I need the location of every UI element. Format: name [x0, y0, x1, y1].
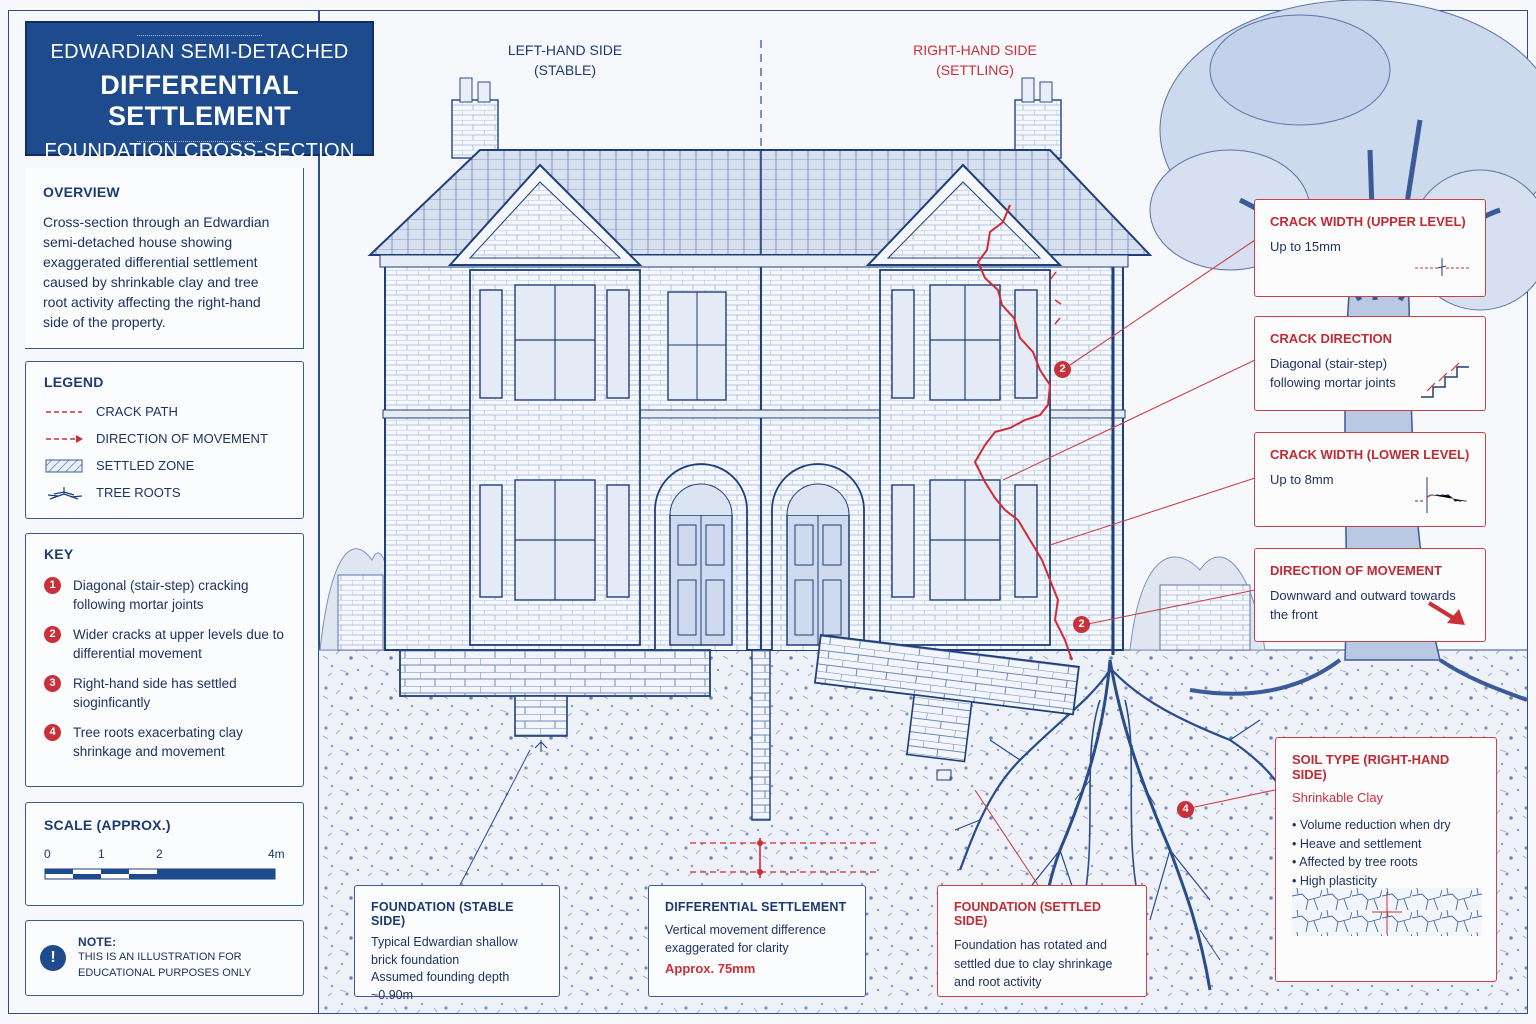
foundation-stable-heading: FOUNDATION (STABLE SIDE) [371, 900, 514, 928]
callout-differential: DIFFERENTIAL SETTLEMENT Vertical movemen… [648, 885, 866, 997]
legend-heading: LEGEND [44, 374, 104, 390]
marker-2-upper: 2 [1054, 361, 1071, 378]
right-side-label: RIGHT-HAND SIDE (SETTLING) [890, 40, 1060, 80]
callout-crack-direction: CRACK DIRECTION Diagonal (stair-step) fo… [1254, 316, 1486, 411]
legend-item-crack: CRACK PATH [44, 398, 285, 425]
key-num-4: 4 [44, 724, 61, 741]
legend-movement-label: DIRECTION OF MOVEMENT [96, 430, 268, 446]
key-num-3: 3 [44, 675, 61, 692]
left-foundation [399, 649, 711, 697]
key-text-4: Tree roots exacerbating clay shrinkage a… [73, 725, 243, 759]
crack-lower-heading: CRACK WIDTH (LOWER LEVEL) [1270, 447, 1470, 462]
crack-direction-heading: CRACK DIRECTION [1270, 331, 1393, 346]
left-side-line2: (STABLE) [534, 62, 596, 78]
right-side-line2: (SETTLING) [936, 62, 1014, 78]
crack-width-icon [1415, 258, 1471, 276]
callout-foundation-stable: FOUNDATION (STABLE SIDE) Typical Edwardi… [354, 885, 560, 1002]
title-box: EDWARDIAN SEMI-DETACHED DIFFERENTIAL SET… [25, 21, 374, 162]
legend-item-roots: TREE ROOTS [44, 479, 285, 506]
overview-text: Cross-section through an Edwardian semi-… [43, 214, 270, 330]
right-foundation [813, 634, 1080, 763]
crack-direction-text: Diagonal (stair-step) following mortar j… [1270, 356, 1396, 390]
crack-path [973, 204, 1073, 661]
scale-tick-1: 1 [98, 847, 105, 861]
marker-2-lower: 2 [1073, 616, 1090, 633]
overview-panel: OVERVIEW Cross-section through an Edward… [25, 168, 304, 349]
sidebar-divider [318, 10, 320, 1014]
scale-tick-4m: 4m [268, 847, 285, 861]
foundation-stable-text: Typical Edwardian shallow brick foundati… [371, 935, 518, 967]
callout-crack-upper: CRACK WIDTH (UPPER LEVEL) Up to 15mm [1254, 199, 1486, 297]
note-text: THIS IS AN ILLUSTRATION FOR EDUCATIONAL … [78, 951, 252, 979]
scale-tick-0: 0 [44, 847, 51, 861]
key-heading: KEY [44, 546, 74, 562]
differential-text: Vertical movement difference exaggerated… [665, 923, 826, 955]
roots-icon [47, 486, 83, 500]
legend-panel: LEGEND CRACK PATH DIRECTION OF MOVEMENT … [25, 361, 304, 519]
key-panel: KEY 1 Diagonal (stair-step) cracking fol… [25, 533, 304, 787]
arrow-right-icon [46, 434, 83, 443]
title-line3: FOUNDATION CROSS-SECTION [44, 140, 355, 162]
key-num-1: 1 [44, 577, 61, 594]
callout-movement: DIRECTION OF MOVEMENT Downward and outwa… [1254, 548, 1486, 642]
dashed-line-icon [46, 410, 82, 413]
foundation-settled-text: Foundation has rotated and settled due t… [954, 938, 1113, 989]
exclamation-icon: ! [40, 945, 66, 971]
scale-heading: SCALE (APPROX.) [44, 817, 171, 833]
key-item-4: 4 Tree roots exacerbating clay shrinkage… [44, 723, 285, 761]
key-text-1: Diagonal (stair-step) cracking following… [73, 578, 249, 612]
legend-item-movement: DIRECTION OF MOVEMENT [44, 425, 285, 452]
note-heading: NOTE: [78, 935, 117, 949]
soil-bullet-2: • Heave and settlement [1292, 836, 1422, 851]
left-side-line1: LEFT-HAND SIDE [507, 42, 623, 58]
stair-step-icon [1421, 362, 1469, 398]
crack-lower-text: Up to 8mm [1270, 472, 1334, 487]
title-line2: DIFFERENTIAL SETTLEMENT [100, 70, 299, 131]
key-text-3: Right-hand side has settled sioginficant… [73, 676, 237, 710]
foundation-stable-depth: Assumed founding depth ~0.90m [371, 970, 510, 1002]
movement-heading: DIRECTION OF MOVEMENT [1270, 563, 1442, 578]
soil-subheading: Shrinkable Clay [1292, 790, 1384, 805]
callout-crack-lower: CRACK WIDTH (LOWER LEVEL) Up to 8mm [1254, 432, 1486, 527]
scale-panel: SCALE (APPROX.) 0 1 2 4m [25, 802, 304, 906]
soil-bullet-3: • Affected by tree roots [1292, 855, 1418, 869]
outer-frame [8, 10, 1528, 1014]
hatch-icon [45, 459, 83, 472]
left-side-label: LEFT-HAND SIDE (STABLE) [480, 40, 650, 80]
soil-bullet-1: • Volume reduction when dry [1292, 818, 1451, 832]
differential-value: Approx. 75mm [665, 961, 756, 976]
legend-settled-label: SETTLED ZONE [96, 457, 195, 473]
clay-crack-sample [1292, 888, 1482, 936]
movement-text: Downward and outward towards the front [1270, 588, 1456, 622]
movement-arrow-icon [1427, 601, 1465, 625]
differential-heading: DIFFERENTIAL SETTLEMENT [665, 900, 847, 914]
crack-lower-icon [1415, 477, 1467, 513]
key-item-2: 2 Wider cracks at upper levels due to di… [44, 625, 285, 663]
soil-bullet-4: • High plasticity [1292, 873, 1377, 888]
foundation-settled-heading: FOUNDATION (SETTLED SIDE) [954, 900, 1101, 928]
key-item-3: 3 Right-hand side has settled sioginfica… [44, 674, 285, 712]
scale-bar [44, 868, 276, 880]
scale-tick-2: 2 [156, 847, 163, 861]
overview-heading: OVERVIEW [43, 184, 120, 200]
legend-crack-label: CRACK PATH [96, 403, 178, 419]
key-item-1: 1 Diagonal (stair-step) cracking followi… [44, 576, 285, 614]
legend-roots-label: TREE ROOTS [96, 484, 181, 500]
key-text-2: Wider cracks at upper levels due to diff… [73, 627, 284, 661]
callout-foundation-settled: FOUNDATION (SETTLED SIDE) Foundation has… [937, 885, 1147, 997]
title-line1: EDWARDIAN SEMI-DETACHED [50, 41, 349, 63]
crack-upper-heading: CRACK WIDTH (UPPER LEVEL) [1270, 214, 1466, 229]
legend-item-settled: SETTLED ZONE [44, 452, 285, 479]
crack-upper-text: Up to 15mm [1270, 239, 1341, 254]
callout-soil: SOIL TYPE (RIGHT-HAND SIDE) Shrinkable C… [1275, 737, 1497, 982]
key-num-2: 2 [44, 626, 61, 643]
right-side-line1: RIGHT-HAND SIDE [913, 42, 1037, 58]
soil-heading: SOIL TYPE (RIGHT-HAND SIDE) [1292, 752, 1450, 782]
marker-4: 4 [1177, 801, 1194, 818]
note-panel: ! NOTE: THIS IS AN ILLUSTRATION FOR EDUC… [25, 920, 304, 996]
